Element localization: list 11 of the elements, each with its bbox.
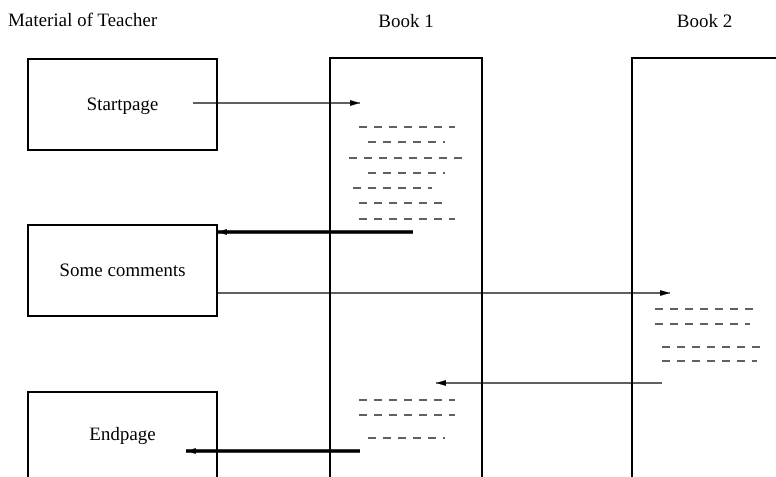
page-box: Endpage (27, 391, 218, 477)
column-heading: Material of Teacher (8, 10, 158, 32)
arrow (186, 448, 360, 454)
book-heading: Book 1 (377, 11, 435, 33)
arrow (436, 380, 662, 386)
arrow (217, 229, 413, 235)
arrow (193, 100, 360, 106)
arrow (217, 290, 670, 296)
page-box: Startpage (27, 58, 218, 151)
book-heading: Book 2 (676, 11, 734, 33)
page-box: Some comments (27, 224, 218, 317)
